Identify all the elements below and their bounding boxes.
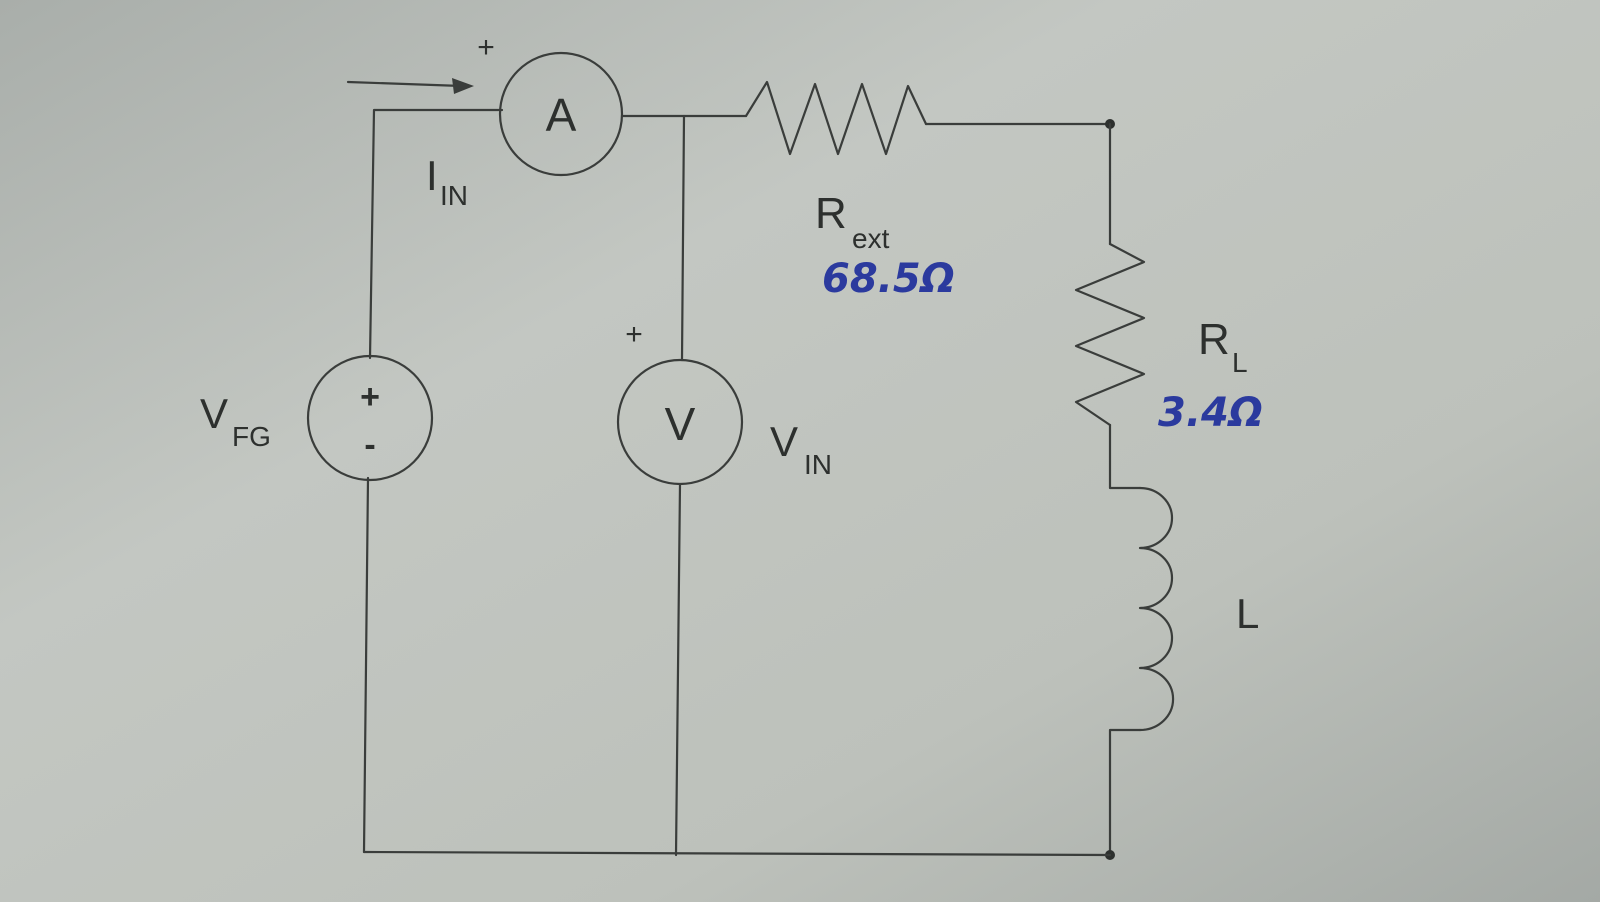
source-plus: + xyxy=(360,378,380,416)
ammeter-symbol: A xyxy=(546,89,577,141)
wire-voltmeter-top xyxy=(680,114,686,362)
svg-text:R: R xyxy=(1198,315,1230,364)
r-ext-value: 68.5Ω xyxy=(822,256,955,302)
label-source-voltage: V FG xyxy=(200,390,271,452)
label-input-voltage: V IN xyxy=(770,418,832,480)
source-minus: - xyxy=(364,426,375,464)
wire-left-top xyxy=(368,108,504,360)
ammeter: A xyxy=(498,51,624,177)
svg-text:FG: FG xyxy=(232,421,271,452)
voltmeter: V xyxy=(616,358,744,486)
wire-voltmeter-bottom xyxy=(674,482,682,857)
resistor-rl xyxy=(1074,242,1146,427)
ammeter-polarity: + xyxy=(477,31,495,64)
label-r-ext: R ext 68.5Ω xyxy=(815,189,955,302)
wire-left-bottom xyxy=(362,476,370,854)
svg-text:V: V xyxy=(770,418,798,465)
svg-text:R: R xyxy=(815,189,847,238)
svg-text:IN: IN xyxy=(440,180,468,211)
svg-text:IN: IN xyxy=(804,449,832,480)
label-current: I IN xyxy=(426,152,468,211)
r-load-value: 3.4Ω xyxy=(1158,390,1263,436)
svg-text:L: L xyxy=(1236,590,1259,637)
voltmeter-polarity: + xyxy=(625,318,643,351)
wire-right-middle xyxy=(1108,423,1142,490)
svg-text:L: L xyxy=(1232,347,1248,378)
wire-right-lower xyxy=(1108,728,1142,857)
svg-text:I: I xyxy=(426,152,438,199)
label-r-load: R L 3.4Ω xyxy=(1158,315,1263,436)
wire-bottom xyxy=(362,850,1112,857)
resistor-rext xyxy=(744,80,928,156)
current-arrow xyxy=(346,78,474,94)
voltage-source: + - xyxy=(306,354,434,482)
svg-text:V: V xyxy=(200,390,228,437)
label-inductor: L xyxy=(1236,590,1259,637)
voltmeter-symbol: V xyxy=(665,398,696,450)
inductor-coil xyxy=(1138,486,1175,732)
svg-text:ext: ext xyxy=(852,223,890,254)
